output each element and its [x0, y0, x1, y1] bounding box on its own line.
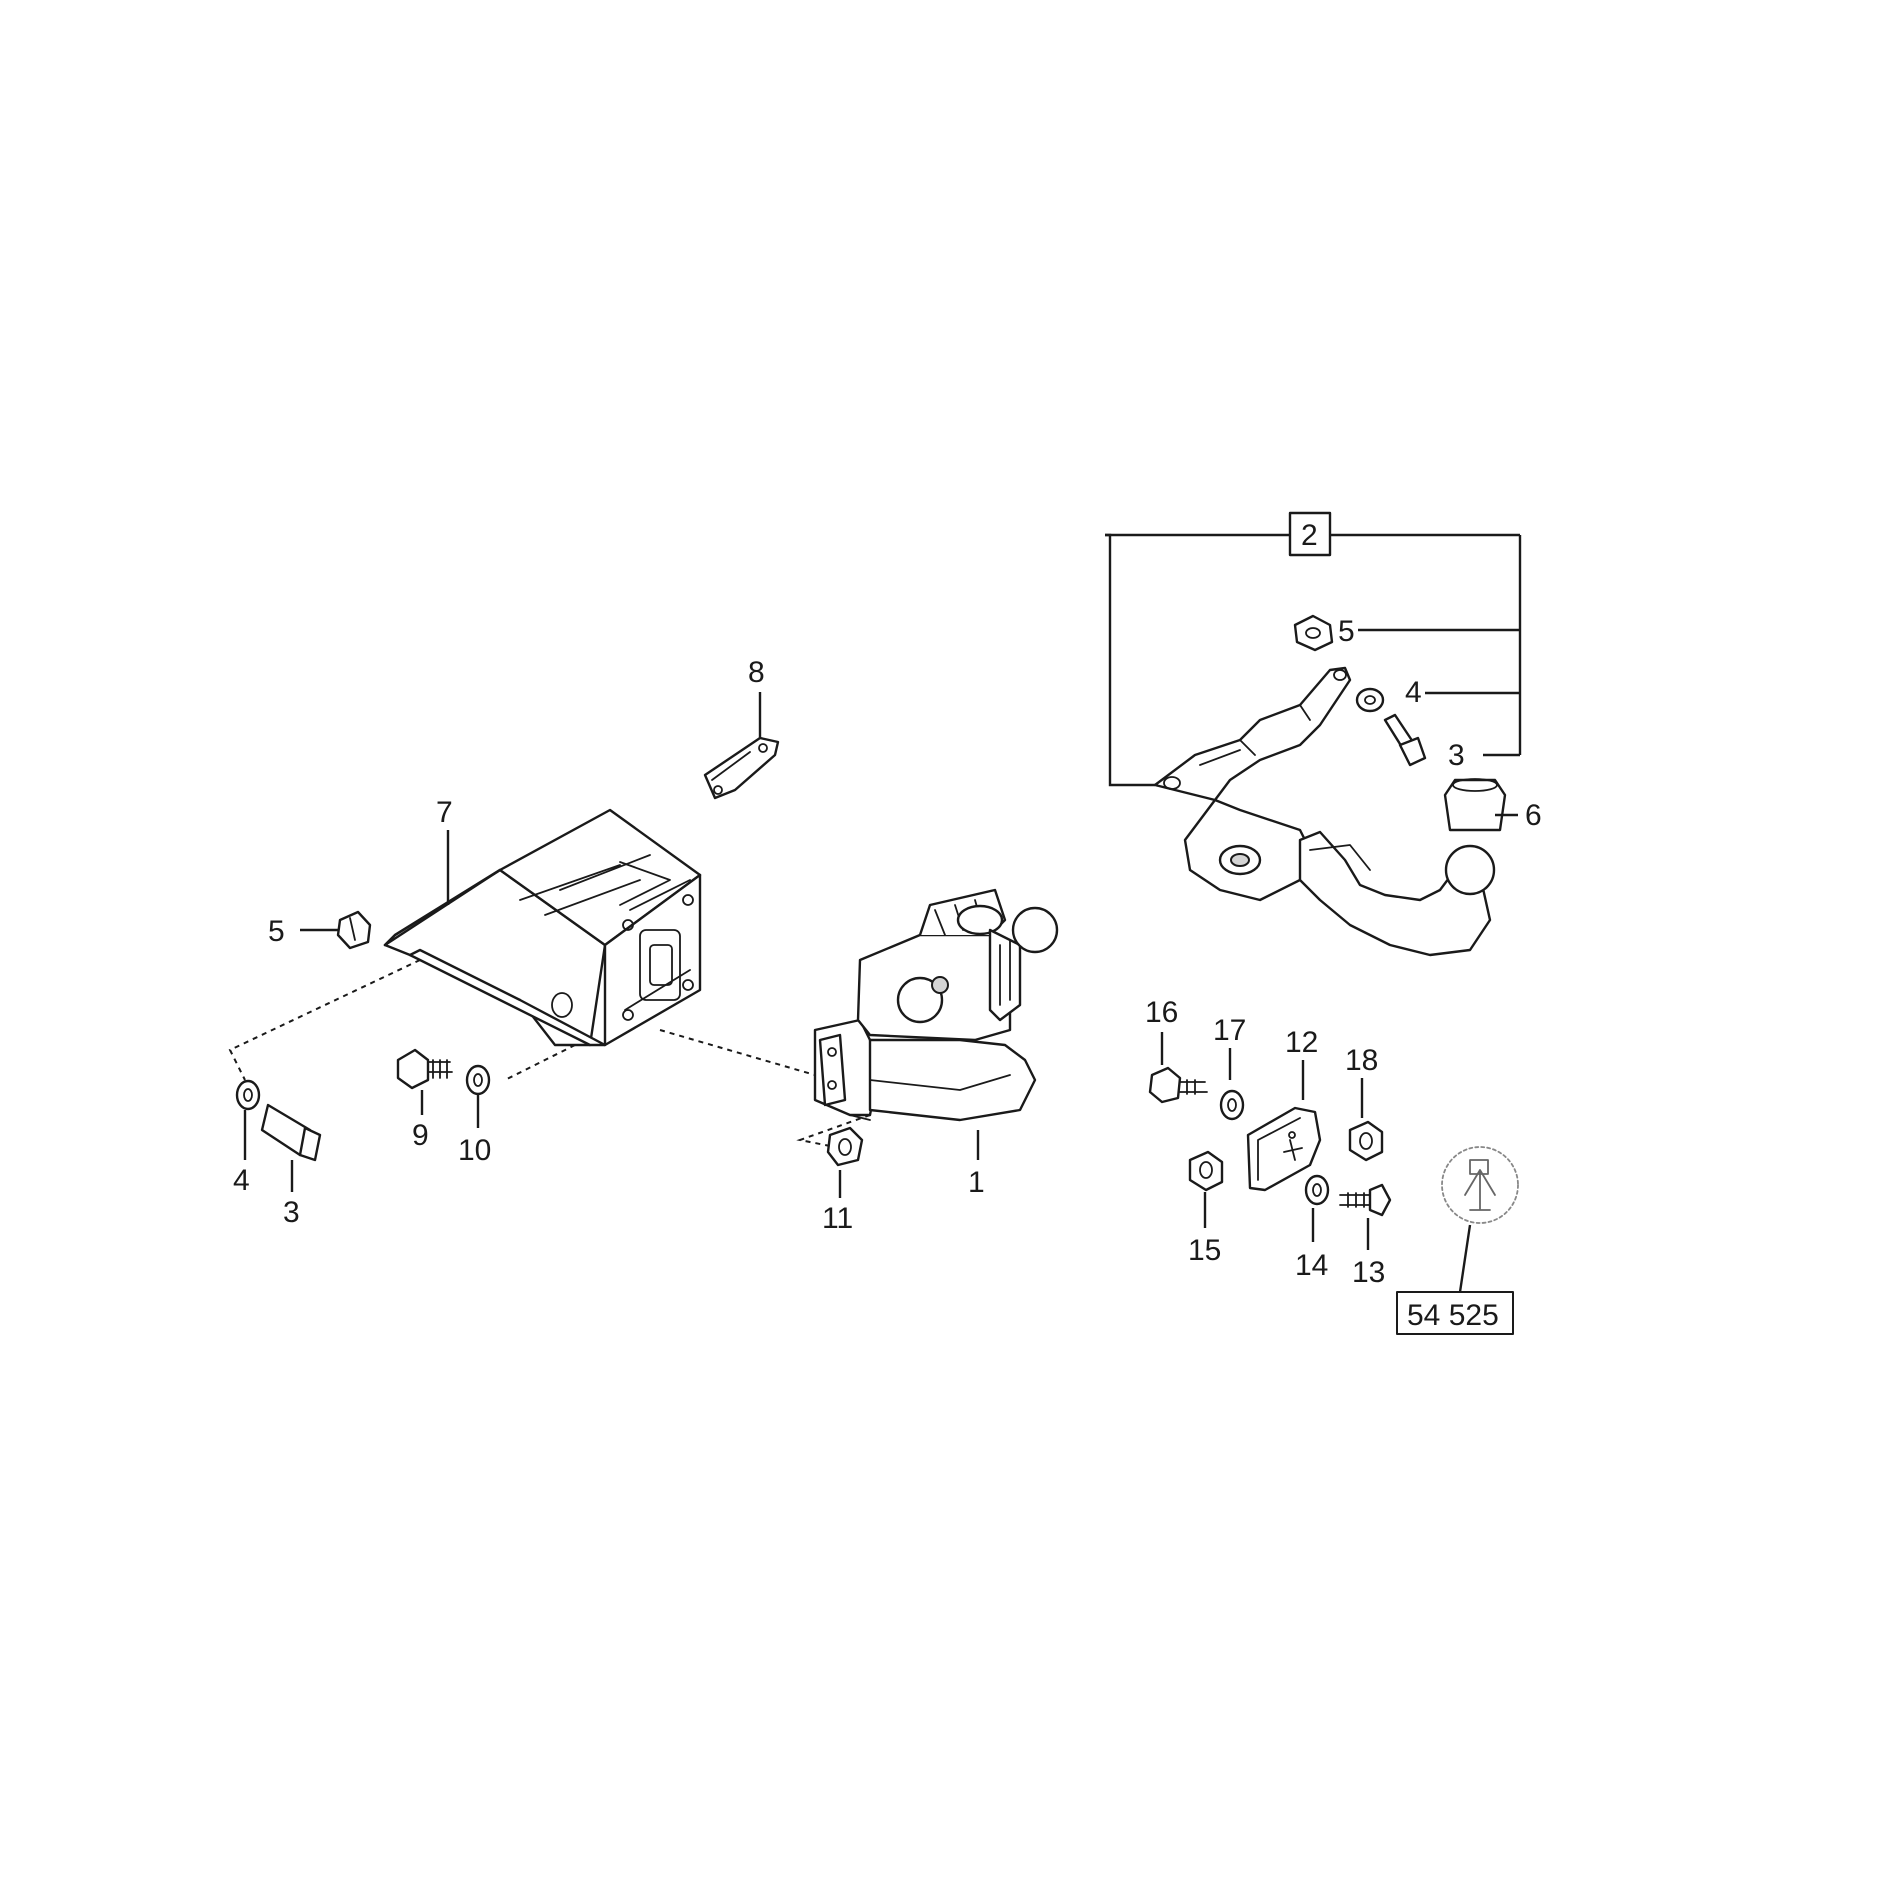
- small-plate: [703, 736, 780, 800]
- nut-5-left: [336, 910, 372, 950]
- callout-1: 1: [968, 1166, 985, 1199]
- reference-number-box: [1396, 1291, 1514, 1335]
- callout-3-left: 3: [283, 1196, 300, 1229]
- callout-5-left: 5: [268, 915, 285, 948]
- socket-plate-12: [1246, 1106, 1322, 1192]
- coupling-head: [813, 888, 1059, 1122]
- callout-4-right: 4: [1405, 676, 1422, 709]
- kit-bracket: [1105, 533, 1522, 787]
- washer-10: [465, 1064, 491, 1096]
- leader-lines-left: [243, 692, 980, 1198]
- callout-12: 12: [1285, 1026, 1318, 1059]
- reference-number: 54 525: [1407, 1299, 1499, 1332]
- nut-15: [1188, 1150, 1224, 1192]
- washer-4-right: [1355, 687, 1385, 713]
- kit-number-box: [1288, 511, 1332, 557]
- screw-13: [1339, 1183, 1392, 1217]
- callout-2: 2: [1301, 519, 1318, 552]
- socket-reference-icon: [1441, 1146, 1519, 1224]
- washer-4-left: [235, 1079, 261, 1111]
- bolt-16: [1148, 1066, 1208, 1104]
- washer-17: [1219, 1089, 1245, 1121]
- callout-13: 13: [1352, 1256, 1385, 1289]
- nut-18: [1348, 1120, 1384, 1162]
- callout-14: 14: [1295, 1249, 1328, 1282]
- callout-16: 16: [1145, 996, 1178, 1029]
- mounting-bracket: [383, 808, 702, 1047]
- callout-4-left: 4: [233, 1164, 250, 1197]
- bolt-9: [396, 1048, 453, 1090]
- callout-11: 11: [822, 1202, 853, 1235]
- callout-9: 9: [412, 1119, 429, 1152]
- nut-5-right: [1293, 614, 1334, 652]
- callout-8: 8: [748, 656, 765, 689]
- callout-18: 18: [1345, 1044, 1378, 1077]
- callout-10: 10: [458, 1134, 491, 1167]
- callout-6: 6: [1525, 799, 1542, 832]
- callout-3-right: 3: [1448, 739, 1465, 772]
- callout-17: 17: [1213, 1014, 1246, 1047]
- callout-7: 7: [436, 796, 453, 829]
- callout-15: 15: [1188, 1234, 1221, 1267]
- nut-11: [826, 1126, 864, 1167]
- callout-5-right: 5: [1338, 615, 1355, 648]
- washer-14: [1304, 1174, 1330, 1206]
- leader-lines-socket: [1160, 1032, 1472, 1293]
- assembly-lines-left: [228, 959, 871, 1151]
- bolt-3-left: [260, 1103, 322, 1162]
- tow-bar: [1153, 666, 1507, 957]
- bolt-3-right: [1383, 713, 1427, 767]
